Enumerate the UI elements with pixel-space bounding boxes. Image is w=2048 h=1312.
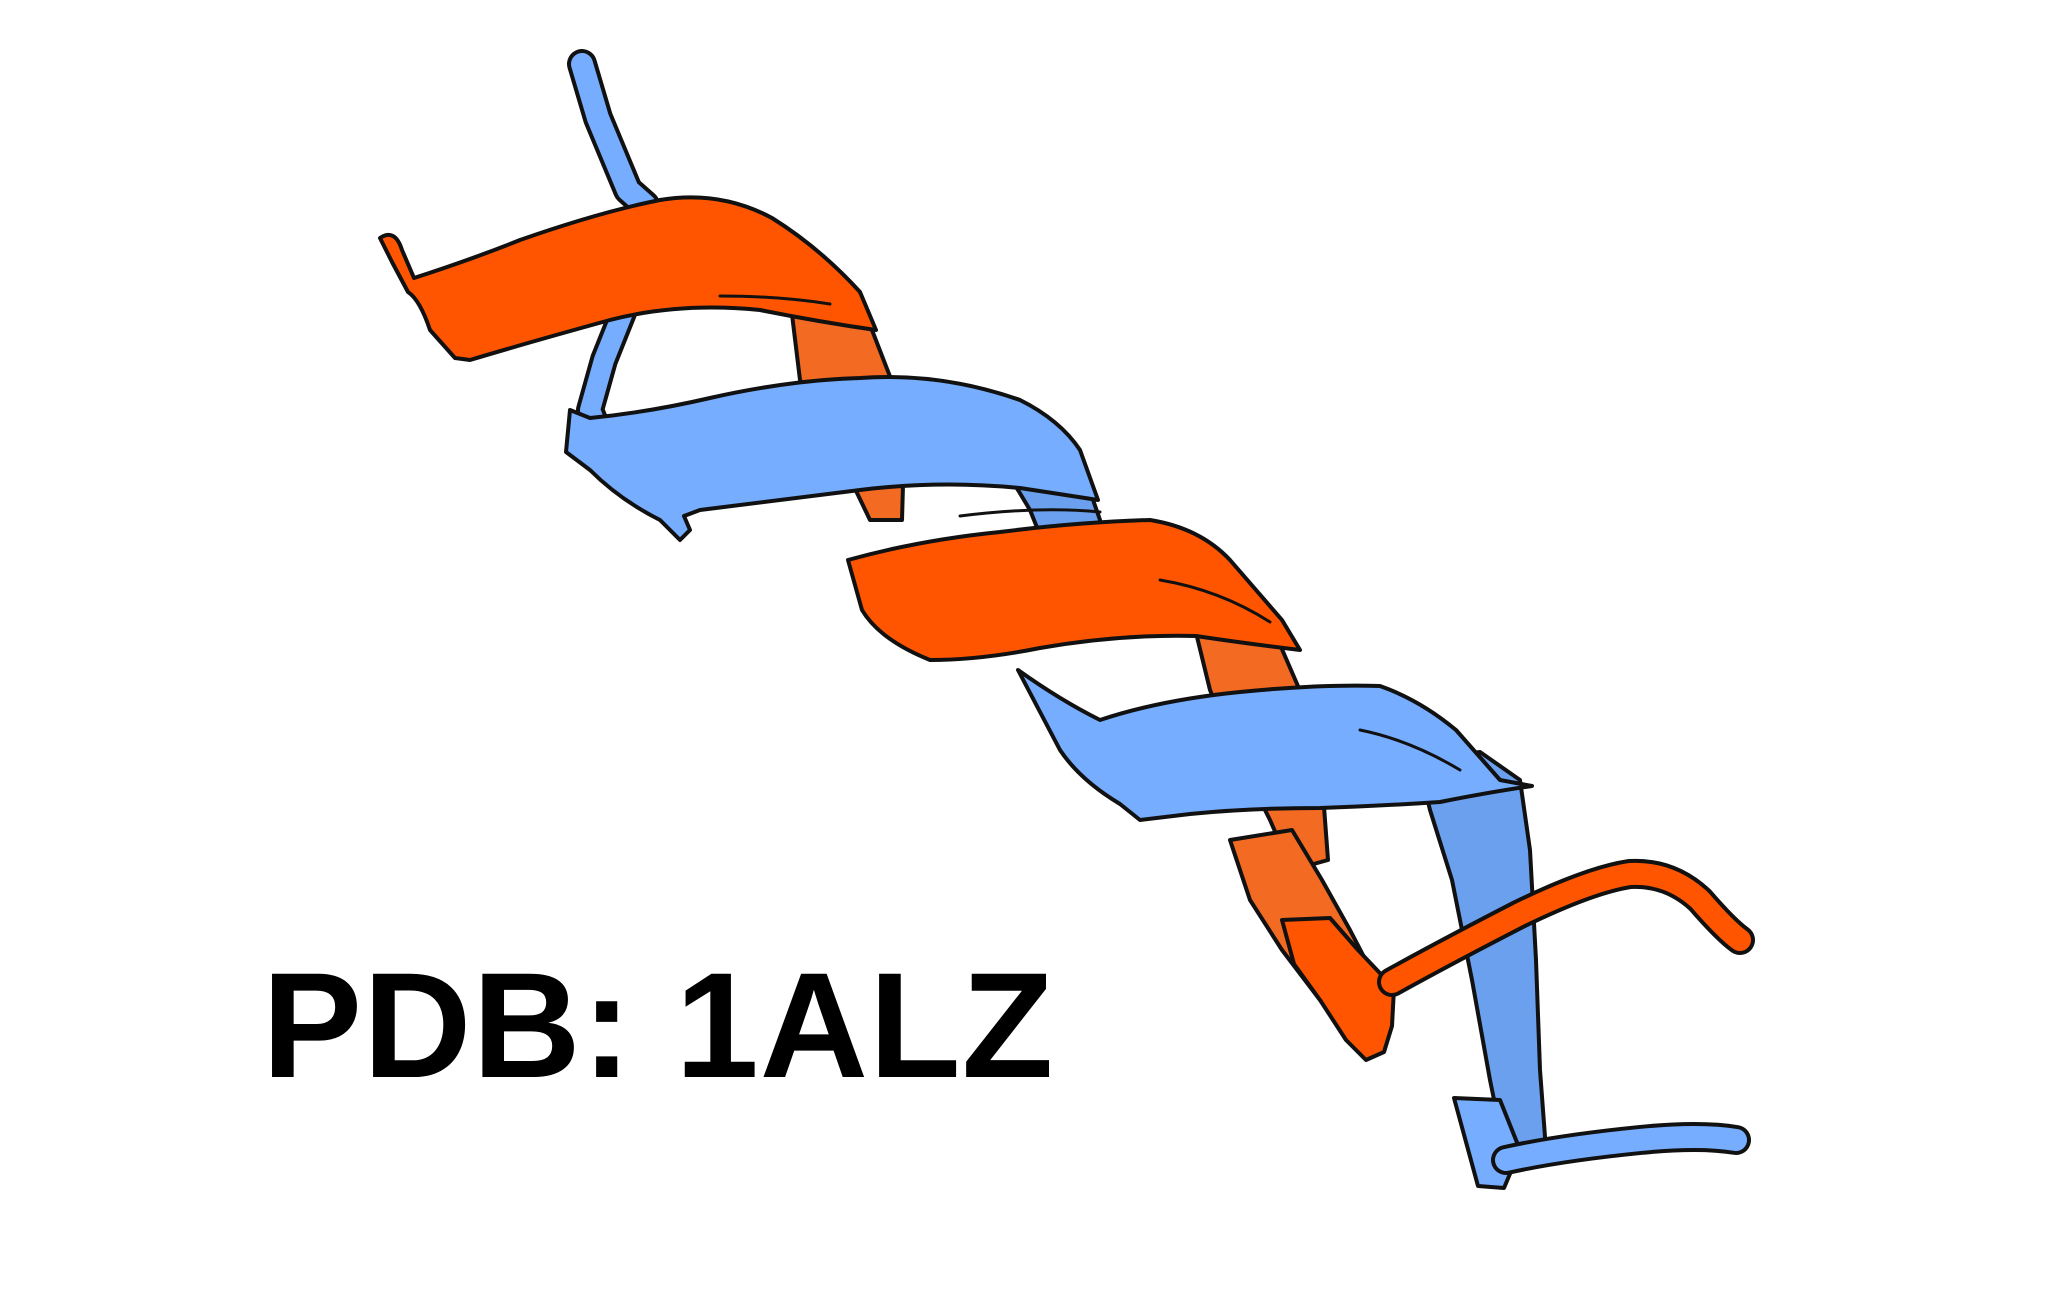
orange-helix-turn-2 [846,518,1302,662]
blue-c-terminal-tube [1452,1096,1751,1190]
ribbon-shading-marks [718,294,1462,772]
pdb-id-label: PDB: 1ALZ [262,941,1055,1109]
orange-c-terminal-tube [1280,858,1755,1062]
orange-helix-turn-1 [378,195,878,362]
blue-helix-turn-2 [1016,668,1534,822]
blue-helix-turn-1 [564,374,1100,542]
